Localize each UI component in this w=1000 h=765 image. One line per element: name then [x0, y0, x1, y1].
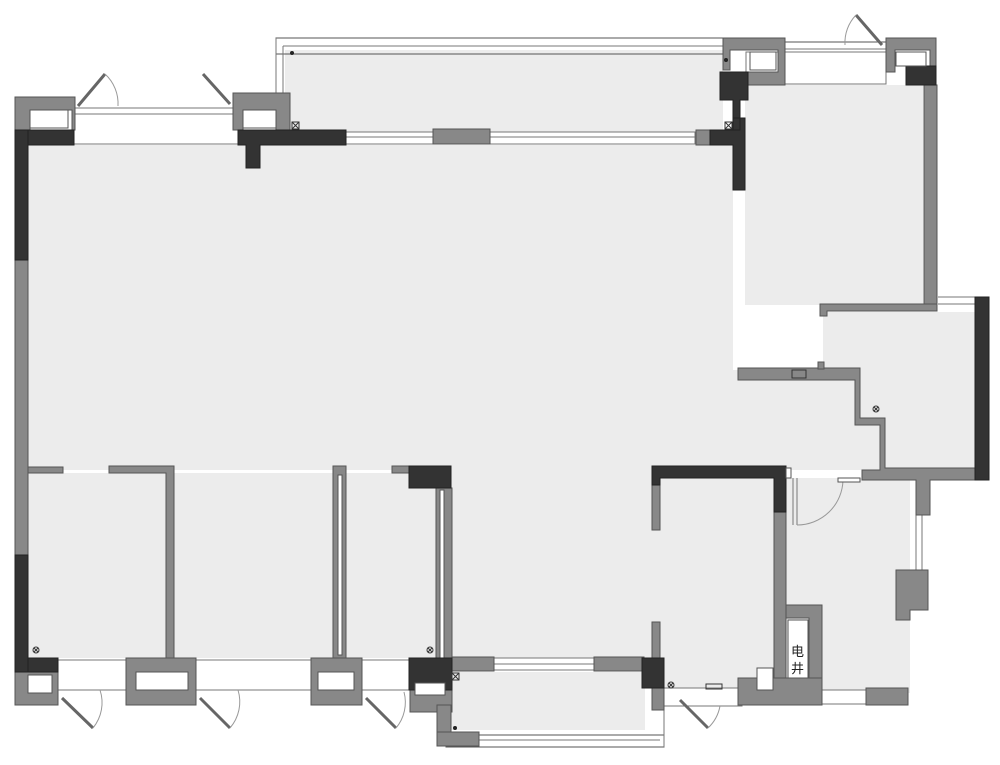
- wall-left-middle: [14, 259, 29, 556]
- floor-bedroom-left: [28, 473, 168, 658]
- shaft-label: 电 井: [791, 645, 804, 677]
- door-entry-jamb: [785, 467, 792, 479]
- walls-dark: [14, 65, 990, 691]
- window-top-left: [73, 107, 239, 145]
- door-leaf-top-right: [854, 14, 884, 46]
- plumbing-riser-icon: [291, 121, 733, 681]
- wall-bedroom-stub-left: [27, 466, 64, 474]
- symbols: [32, 51, 880, 730]
- pier-core-bottom-left: [27, 674, 53, 694]
- floor-bottom-balcony: [450, 672, 645, 730]
- floor-bedroom-right: [345, 473, 443, 658]
- door-leaf-bottom-3: [364, 696, 398, 730]
- wall-bottom-balcony-base: [436, 731, 480, 747]
- window-bath: [663, 687, 743, 707]
- window-bottom-left: [57, 659, 129, 691]
- wall-kitchen-left: [651, 477, 661, 531]
- wall-dark-far-right-corner: [905, 65, 937, 86]
- door-leaf-bath: [678, 698, 710, 730]
- marker-dot-top-right: [724, 58, 728, 62]
- wall-dark-bottom-left: [27, 657, 59, 673]
- meter-icon: [705, 683, 723, 690]
- window-top-sliding: [344, 131, 696, 145]
- wall-dark-bath-column: [641, 657, 665, 689]
- marker-dot-bottom: [453, 726, 457, 730]
- door-leaf-bottom-2: [198, 696, 232, 730]
- wall-dark-right-exterior: [974, 296, 990, 481]
- wall-top-mullion: [432, 128, 491, 145]
- shaft-label-char-1: 电: [791, 645, 804, 660]
- wall-bath-stub: [651, 621, 661, 661]
- wall-dark-left-upper: [14, 129, 29, 261]
- marker-dot-top: [290, 51, 294, 55]
- wall-shaft-base: [737, 677, 823, 706]
- window-entry-bottom: [819, 689, 869, 705]
- floor-corridor: [640, 370, 870, 470]
- door-swing-icon: [104, 73, 119, 107]
- door-swing-top-right: [844, 14, 857, 46]
- door-swing-bath: [707, 705, 721, 729]
- wall-corridor-partition: [737, 367, 976, 516]
- wall-right-ledge: [819, 303, 938, 317]
- wall-kitchen-bottom-left: [451, 656, 495, 672]
- wall-entry-bottom-right: [865, 687, 909, 706]
- bath-fixture-box: [756, 667, 774, 691]
- floor-right-upper-room: [745, 85, 923, 305]
- floor-bedroom-middle: [173, 473, 335, 658]
- pier-core-bottom-3: [317, 671, 355, 691]
- wall-corridor-fixture: [817, 361, 825, 370]
- floor-bath: [660, 485, 775, 690]
- pier-core-top-right: [749, 51, 777, 71]
- pier-core-top-2: [242, 109, 277, 129]
- pier-core-bottom-4: [414, 682, 446, 696]
- window-bottom-middle: [195, 659, 315, 691]
- wall-bedroom-divider-3: [391, 465, 410, 474]
- floor-areas: [28, 50, 975, 730]
- floor-drain-icon: [32, 405, 880, 689]
- wall-dark-left-lower: [14, 554, 29, 673]
- wall-bedroom-divider-4-core: [439, 489, 445, 659]
- door-leaf-bottom-1: [60, 696, 95, 730]
- floor-top-balcony: [285, 50, 723, 132]
- wall-dark-top-left: [27, 129, 75, 146]
- floor-main-hall: [28, 145, 733, 470]
- door-leaf-top-left-2: [201, 72, 232, 106]
- wall-bedroom-divider-2-core: [337, 474, 343, 656]
- door-swing-bottom-2: [229, 689, 241, 729]
- shaft-box: [787, 619, 809, 679]
- door-swing-bottom-3: [395, 691, 406, 729]
- door-swing-bottom-1: [92, 689, 103, 729]
- pier-cores: [27, 51, 927, 696]
- door-swing-entry: [796, 479, 844, 526]
- doors: [60, 14, 884, 730]
- pier-core-top-far-right: [895, 51, 927, 67]
- wall-bottom-balcony-right: [651, 687, 665, 711]
- shaft-label-char-2: 井: [791, 662, 804, 677]
- window-bottom-right: [361, 659, 411, 691]
- wall-kitchen-bottom-right: [593, 656, 645, 672]
- wall-dark-bedroom-column: [408, 465, 452, 489]
- wall-entry-corner: [895, 569, 929, 621]
- door-entry-sill: [837, 477, 861, 483]
- door-leaf-top-left-1: [76, 73, 107, 107]
- pier-core-bottom-2: [135, 671, 189, 691]
- corridor-fixture-icon: [791, 369, 807, 379]
- wall-dark-top-column: [237, 129, 347, 169]
- wall-top-stub: [695, 129, 711, 146]
- top-right-glass-outline: [784, 41, 891, 53]
- pier-core-top-left: [29, 109, 69, 129]
- wall-top-right-pier: [722, 37, 786, 86]
- wall-dark-right-column: [709, 71, 749, 191]
- wall-right-upper: [923, 84, 938, 308]
- wall-dark-kitchen-top: [651, 465, 787, 513]
- wall-kitchen-right: [773, 511, 787, 699]
